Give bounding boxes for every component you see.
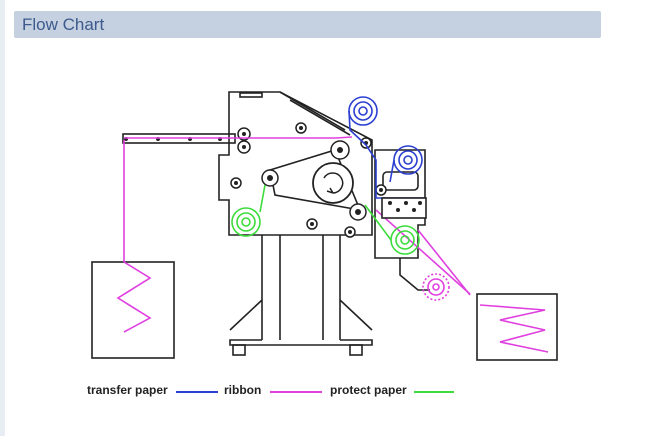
- legend-label-protect-paper: protect paper: [330, 383, 407, 397]
- roller-1-hub: [242, 132, 246, 136]
- roller-9-hub: [310, 222, 314, 226]
- right-paper-box: [476, 293, 558, 361]
- machine-body-outline: [218, 91, 373, 236]
- left-paper-box: [91, 261, 175, 359]
- legend-line-transfer-paper: [176, 391, 218, 393]
- pressure-clamp: [381, 197, 427, 219]
- legend-line-protect-paper: [414, 391, 454, 393]
- legend-line-ribbon: [270, 391, 322, 393]
- section-title: Flow Chart: [22, 14, 105, 34]
- foot-left: [232, 344, 246, 356]
- machine-legs: [229, 235, 373, 346]
- roller-7-hub: [355, 209, 361, 215]
- ribbon-path: [116, 136, 549, 353]
- roller-3-hub: [299, 126, 303, 130]
- section-header: Flow Chart: [14, 11, 601, 38]
- roller-10-hub: [379, 188, 383, 192]
- hanging-arm: [399, 258, 430, 291]
- main-drum: [312, 162, 354, 204]
- roller-8-hub: [348, 230, 352, 234]
- protect-paper-path: [231, 184, 420, 255]
- legend-label-transfer-paper: transfer paper: [87, 383, 168, 397]
- roller-2-hub: [242, 145, 246, 149]
- right-window: [382, 171, 419, 191]
- right-subframe: [374, 149, 426, 259]
- top-slot: [239, 92, 263, 98]
- foot-right: [349, 344, 363, 356]
- transfer-paper-path: [348, 96, 424, 199]
- roller-5-hub: [267, 175, 273, 181]
- roller-4-hub: [234, 181, 238, 185]
- roller-6-hub: [337, 147, 343, 153]
- legend-label-ribbon: ribbon: [224, 383, 262, 397]
- left-rail: [0, 0, 5, 436]
- top-slant-guide: [279, 91, 351, 136]
